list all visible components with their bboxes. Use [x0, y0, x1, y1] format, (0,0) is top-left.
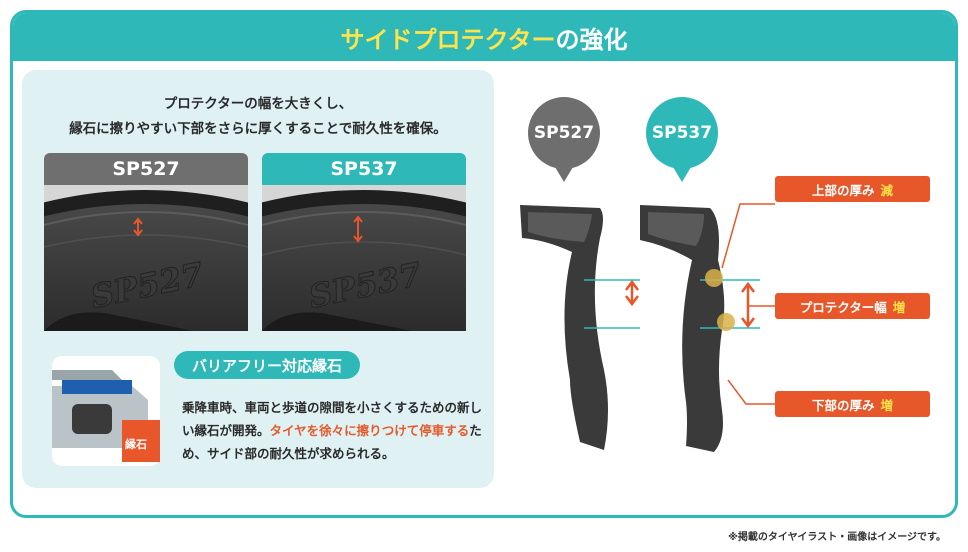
intro-line-2: 縁石に擦りやすい下部をさらに厚くすることで耐久性を確保。 — [69, 121, 447, 137]
page-title: サイドプロテクターの強化 — [13, 13, 955, 61]
section-sp537 — [640, 205, 725, 452]
text-part-1: 乗降車時、車両と歩道の隙間を小さくするための新しい縁石が開発。 — [182, 400, 483, 438]
card-header: SP527 — [44, 153, 248, 185]
label-change: 減 — [880, 182, 894, 198]
curb-label: 縁石 — [125, 437, 147, 451]
pin-sp537: SP537 — [646, 97, 718, 182]
tire-card-sp527: SP527 SP527 — [44, 153, 248, 331]
tire-card-sp537: SP537 SP537 — [262, 153, 466, 331]
label-text: 下部の厚み — [811, 397, 875, 413]
title-highlight: サイドプロテクター — [340, 25, 556, 54]
label-change: 増 — [880, 397, 894, 413]
card-header: SP537 — [262, 153, 466, 185]
tire-photo-sp537: SP537 — [262, 185, 466, 331]
title-rest: の強化 — [555, 25, 628, 54]
intro-text: プロテクターの幅を大きくし、 縁石に擦りやすい下部をさらに厚くすることで耐久性を… — [22, 92, 494, 142]
curb-illustration: 縁石 — [52, 356, 160, 466]
left-panel: プロテクターの幅を大きくし、 縁石に擦りやすい下部をさらに厚くすることで耐久性を… — [22, 70, 494, 488]
barrier-free-title: バリアフリー対応縁石 — [174, 351, 361, 379]
sidewall-cross-sections — [520, 203, 775, 452]
label-lower-thickness: 下部の厚み増 — [775, 391, 930, 417]
text-highlight: タイヤを徐々に擦りつけて停車する — [269, 423, 470, 438]
label-upper-thickness: 上部の厚み減 — [775, 176, 930, 202]
label-text: プロテクター幅 — [799, 299, 887, 315]
tire-photo-sp527: SP527 — [44, 185, 248, 331]
section-sp527 — [520, 205, 608, 450]
label-change: 増 — [892, 299, 906, 315]
pin-sp527: SP527 — [528, 97, 600, 182]
infographic-frame: サイドプロテクターの強化 — [10, 10, 958, 518]
label-text: 上部の厚み — [811, 182, 875, 198]
label-protector-width: プロテクター幅増 — [775, 293, 930, 319]
barrier-free-text: 乗降車時、車両と歩道の隙間を小さくするための新しい縁石が開発。タイヤを徐々に擦り… — [182, 396, 482, 465]
text-part-2: ため、サイド部の耐久性が求められる。 — [182, 423, 482, 461]
intro-line-1: プロテクターの幅を大きくし、 — [163, 96, 353, 112]
footnote: ※掲載のタイヤイラスト・画像はイメージです。 — [728, 532, 946, 543]
